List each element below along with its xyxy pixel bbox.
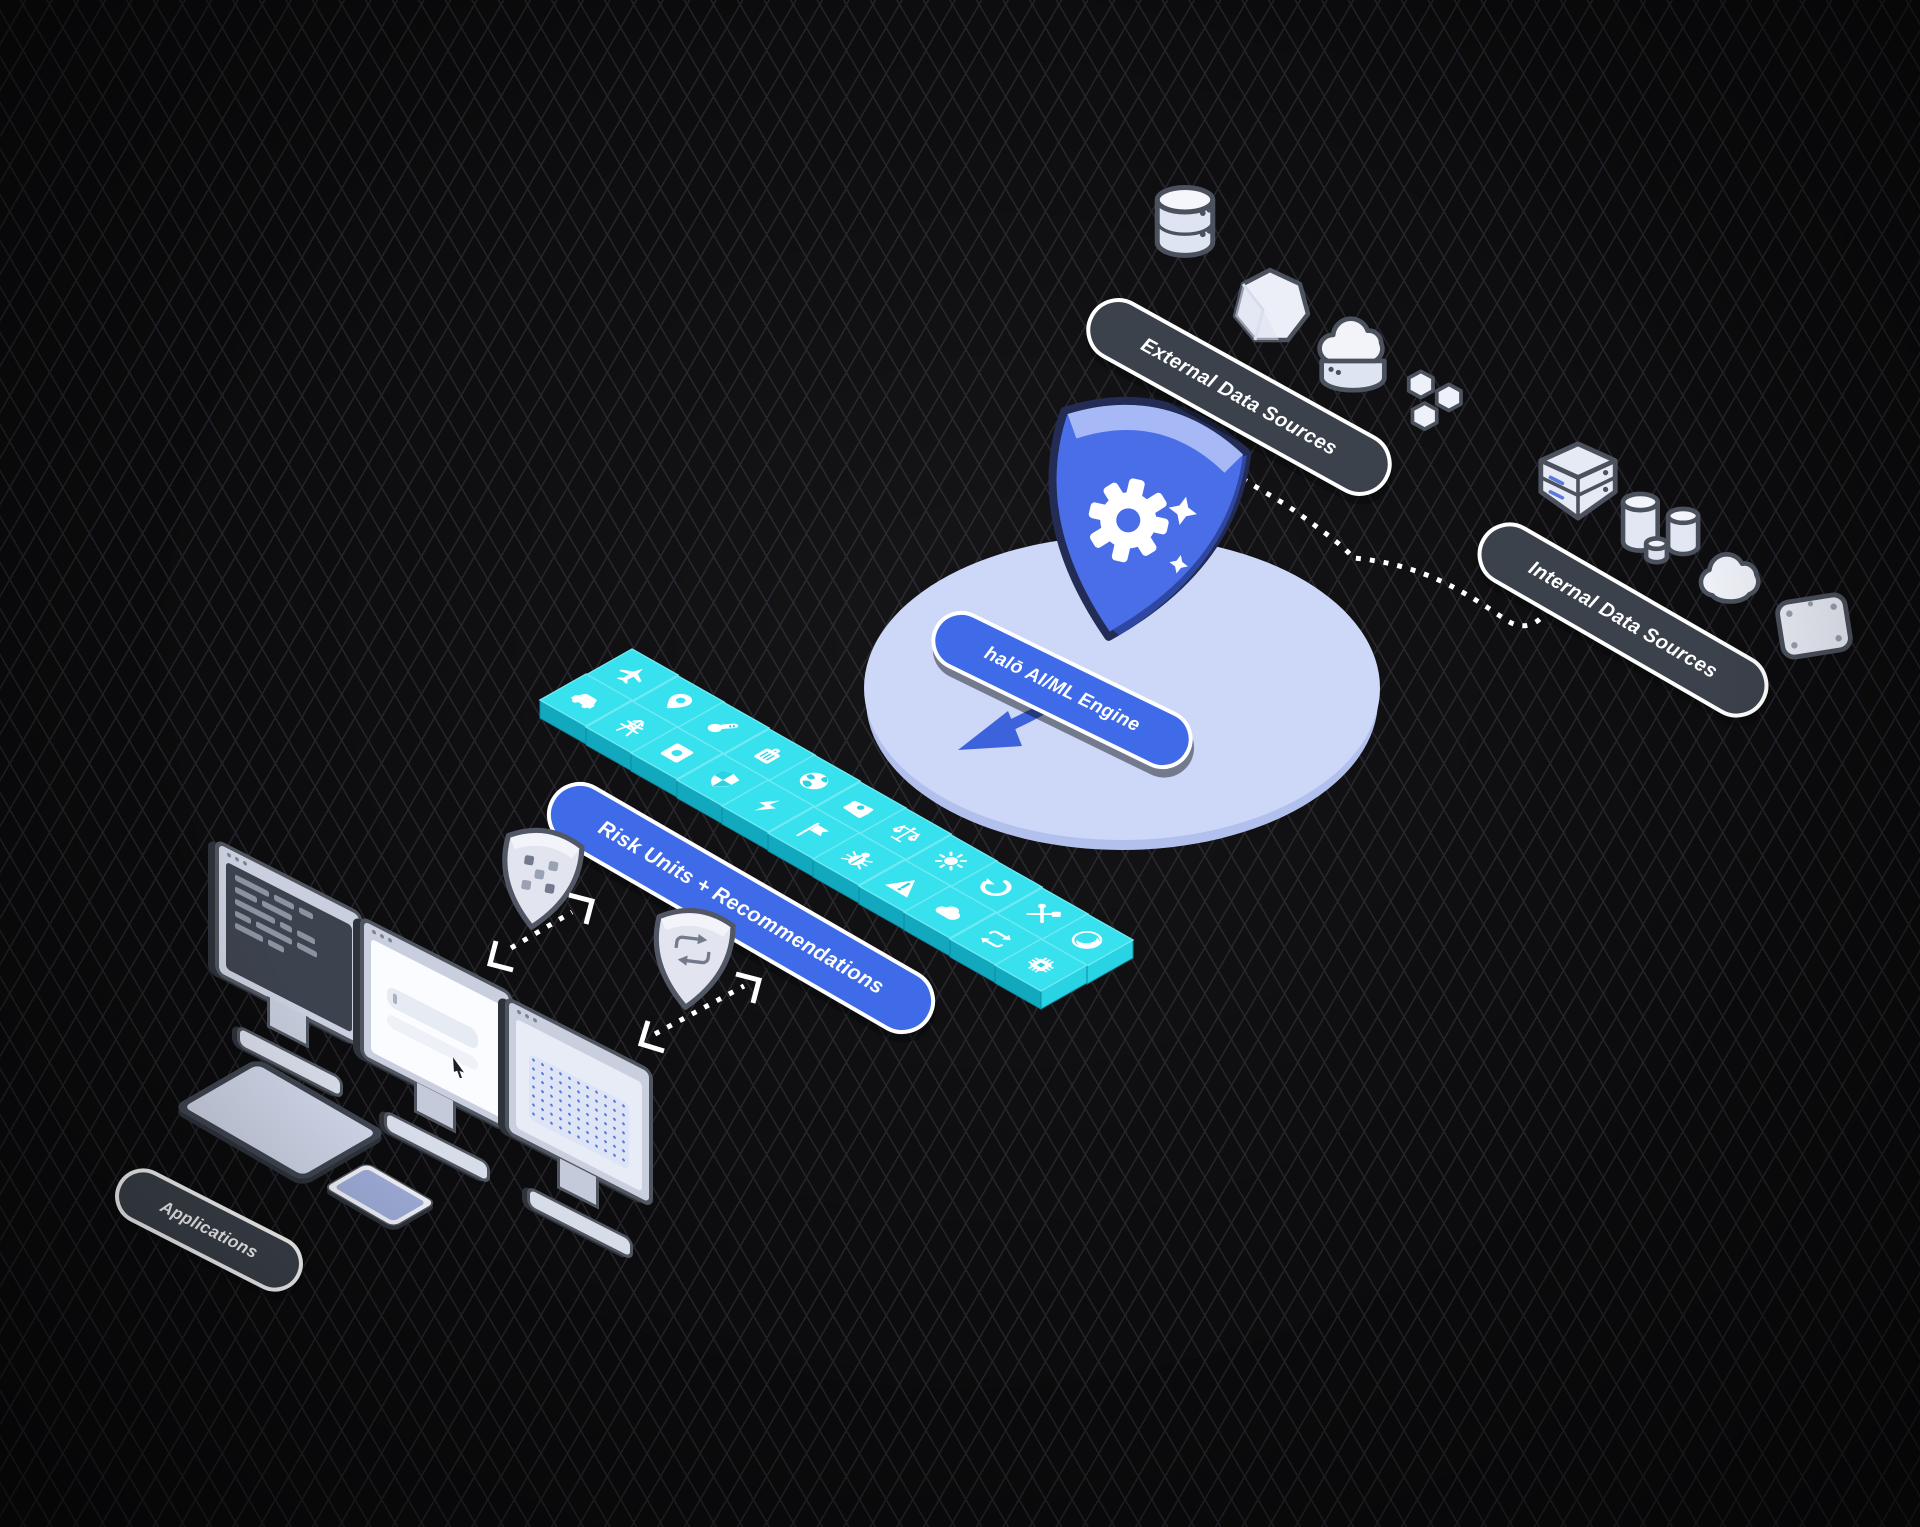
dashboard-screen xyxy=(516,1018,642,1192)
browser-monitor xyxy=(360,915,513,1186)
dashboard-monitor xyxy=(505,995,653,1262)
dot-grid-panel xyxy=(528,1053,630,1171)
terminal-monitor xyxy=(215,838,363,1101)
browser-screen xyxy=(371,938,502,1119)
